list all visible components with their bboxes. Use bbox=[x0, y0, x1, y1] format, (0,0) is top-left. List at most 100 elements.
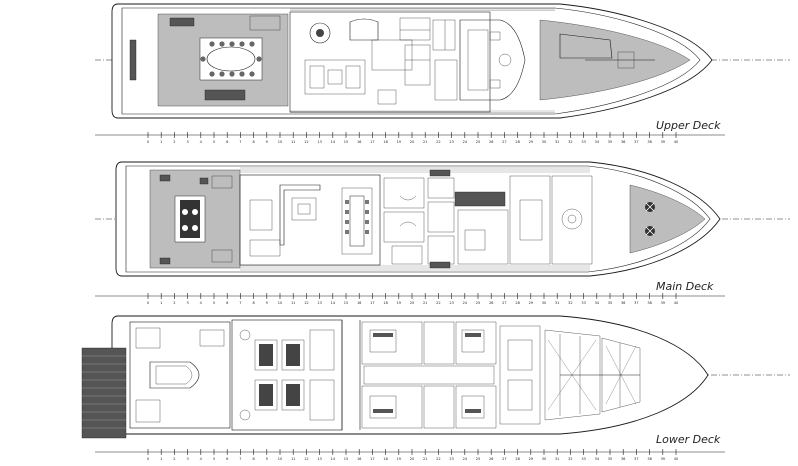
main-frame-number: 5 bbox=[213, 301, 215, 305]
main-frame-number: 2 bbox=[173, 301, 175, 305]
upper-frame-number: 9 bbox=[266, 140, 268, 144]
swim-platform bbox=[81, 347, 127, 439]
main-frame-number: 4 bbox=[200, 301, 203, 305]
main-frame-number: 1 bbox=[160, 301, 162, 305]
main-frame-number: 0 bbox=[147, 301, 149, 305]
lower-frame-number: 8 bbox=[252, 457, 254, 461]
upper-frame-number: 12 bbox=[304, 140, 308, 144]
main-frame-number: 16 bbox=[357, 301, 361, 305]
upper-frame-number: 10 bbox=[278, 140, 282, 144]
upper-frame-number: 8 bbox=[252, 140, 254, 144]
main-frame-number: 38 bbox=[647, 301, 651, 305]
upper-frame-number: 35 bbox=[608, 140, 612, 144]
main-frame-number: 21 bbox=[423, 301, 427, 305]
lower-frame-number: 22 bbox=[436, 457, 440, 461]
tender-garage bbox=[129, 321, 231, 429]
lower-frame-number: 5 bbox=[213, 457, 215, 461]
upper-frame-number: 2 bbox=[173, 140, 175, 144]
main-frame-number: 27 bbox=[502, 301, 506, 305]
upper-frame-number: 32 bbox=[568, 140, 572, 144]
main-deck-plan bbox=[95, 161, 790, 277]
main-frame-number: 22 bbox=[436, 301, 440, 305]
main-frame-number: 8 bbox=[252, 301, 254, 305]
tender-boat bbox=[149, 361, 200, 389]
lower-frame-number: 6 bbox=[226, 457, 228, 461]
upper-frame-number: 30 bbox=[542, 140, 546, 144]
foredeck bbox=[629, 184, 706, 254]
upper-frame-number: 27 bbox=[502, 140, 506, 144]
lower-frame-number: 33 bbox=[581, 457, 585, 461]
upper-frame-number: 11 bbox=[291, 140, 295, 144]
lower-frame-number: 40 bbox=[674, 457, 678, 461]
main-frame-number: 31 bbox=[555, 301, 559, 305]
lower-frame-number: 12 bbox=[304, 457, 308, 461]
upper-frame-number: 15 bbox=[344, 140, 348, 144]
dining-area bbox=[341, 187, 373, 255]
lower-frame-number: 31 bbox=[555, 457, 559, 461]
upper-frame-number: 16 bbox=[357, 140, 361, 144]
upper-frame-number: 23 bbox=[449, 140, 453, 144]
main-frame-number: 24 bbox=[463, 301, 468, 305]
main-frame-number: 25 bbox=[476, 301, 480, 305]
main-frame-number: 14 bbox=[331, 301, 336, 305]
upper-frame-number: 0 bbox=[147, 140, 149, 144]
upper-frame-number: 19 bbox=[397, 140, 401, 144]
lower-frame-number: 39 bbox=[661, 457, 665, 461]
main-frame-number: 29 bbox=[529, 301, 533, 305]
upper-frame-number: 28 bbox=[515, 140, 519, 144]
lower-frame-number: 0 bbox=[147, 457, 149, 461]
lower-frame-number: 26 bbox=[489, 457, 493, 461]
upper-frame-number: 22 bbox=[436, 140, 440, 144]
lower-frame-number: 27 bbox=[502, 457, 506, 461]
upper-frame-number: 25 bbox=[476, 140, 480, 144]
upper-frame-number: 36 bbox=[621, 140, 625, 144]
main-frame-number: 17 bbox=[370, 301, 374, 305]
upper-saloon bbox=[289, 11, 491, 113]
main-frame-number: 28 bbox=[515, 301, 519, 305]
upper-frame-number: 13 bbox=[317, 140, 321, 144]
lower-frame-number: 23 bbox=[449, 457, 453, 461]
upper-frame-number: 21 bbox=[423, 140, 427, 144]
lower-deck-plan bbox=[81, 315, 790, 439]
lower-frame-number: 17 bbox=[370, 457, 374, 461]
main-frame-number: 34 bbox=[595, 301, 600, 305]
lower-frame-number: 36 bbox=[621, 457, 625, 461]
upper-frame-number: 6 bbox=[226, 140, 228, 144]
main-frame-number: 35 bbox=[608, 301, 612, 305]
upper-frame-number: 33 bbox=[581, 140, 585, 144]
main-frame-number: 6 bbox=[226, 301, 228, 305]
upper-frame-number: 38 bbox=[647, 140, 651, 144]
upper-frame-number: 37 bbox=[634, 140, 638, 144]
lower-frame-number: 15 bbox=[344, 457, 348, 461]
upper-frame-number: 14 bbox=[331, 140, 336, 144]
main-frame-number: 40 bbox=[674, 301, 678, 305]
lower-frame-number: 16 bbox=[357, 457, 361, 461]
upper-deck-label: Upper Deck bbox=[656, 119, 721, 132]
main-saloon bbox=[239, 174, 381, 266]
lower-deck-label: Lower Deck bbox=[656, 433, 721, 446]
lower-frame-number: 30 bbox=[542, 457, 546, 461]
lower-frame-number: 10 bbox=[278, 457, 282, 461]
main-frame-number: 39 bbox=[661, 301, 665, 305]
main-frame-number: 10 bbox=[278, 301, 282, 305]
upper-deck-plan bbox=[95, 3, 790, 119]
main-frame-number: 11 bbox=[291, 301, 295, 305]
lower-frame-number: 37 bbox=[634, 457, 638, 461]
main-frame-number: 15 bbox=[344, 301, 348, 305]
main-frame-number: 32 bbox=[568, 301, 572, 305]
main-frame-number: 19 bbox=[397, 301, 401, 305]
lower-frame-number: 18 bbox=[383, 457, 387, 461]
lower-frame-number: 2 bbox=[173, 457, 175, 461]
lower-frame-number: 3 bbox=[186, 457, 188, 461]
lower-frame-number: 38 bbox=[647, 457, 651, 461]
lower-frame-number: 24 bbox=[463, 457, 468, 461]
upper-frame-number: 17 bbox=[370, 140, 374, 144]
upper-frame-number: 39 bbox=[661, 140, 665, 144]
lower-frame-number: 19 bbox=[397, 457, 401, 461]
upper-frame-number: 24 bbox=[463, 140, 468, 144]
main-deck-label: Main Deck bbox=[656, 280, 714, 293]
upper-frame-number: 31 bbox=[555, 140, 559, 144]
upper-frame-number: 29 bbox=[529, 140, 533, 144]
